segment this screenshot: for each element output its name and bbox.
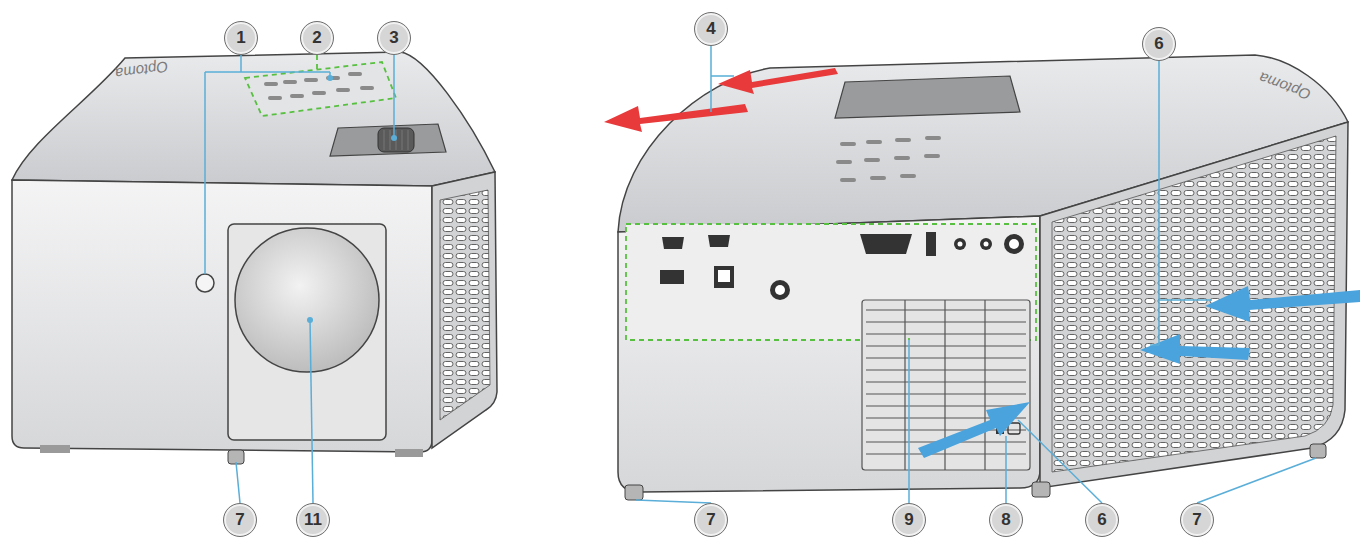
front-face [12, 180, 432, 452]
rear-view [618, 55, 1348, 500]
exhaust-arrows [604, 68, 838, 132]
callout-number: 8 [1001, 510, 1010, 530]
adjust-foot [625, 485, 643, 500]
side-vent [440, 190, 490, 420]
adjust-foot [1032, 482, 1050, 497]
callout-number: 1 [236, 28, 245, 48]
leader-lines [205, 55, 394, 503]
callout-number: 7 [235, 510, 244, 530]
callout-number: 3 [389, 28, 398, 48]
keypad-leader [316, 55, 318, 70]
keypad-buttons [264, 72, 374, 100]
ring-ridges [384, 130, 408, 150]
adjust-foot [1310, 444, 1326, 458]
callout-number: 6 [1154, 34, 1163, 54]
callout-circle: 7 [223, 503, 257, 537]
leader-dots [307, 75, 397, 323]
callout-number: 2 [312, 28, 321, 48]
callout-number: 7 [1192, 510, 1201, 530]
keypad-outline [245, 62, 396, 116]
ir-sensor [196, 274, 214, 292]
focus-slot [330, 124, 446, 156]
keypad-buttons [836, 136, 941, 182]
foot-pad [395, 449, 423, 457]
lens-housing [228, 224, 386, 440]
callout-circle: 8 [989, 503, 1023, 537]
callout-number: 4 [706, 19, 715, 39]
callout-circle: 2 [300, 21, 334, 55]
callout-number: 9 [904, 510, 913, 530]
callout-circle: 1 [224, 21, 258, 55]
callout-circle: 4 [694, 12, 728, 46]
callout-number: 6 [1097, 510, 1106, 530]
callout-circle: 7 [694, 503, 728, 537]
leader-lines [636, 46, 1316, 503]
callout-number: 11 [304, 510, 322, 530]
foot-pad [40, 445, 70, 453]
callout-circle: 11 [296, 503, 330, 537]
lens [235, 228, 379, 372]
rear-face [618, 216, 1040, 492]
callout-circle: 6 [1142, 27, 1176, 61]
io-ports [660, 232, 1024, 300]
callout-circle: 6 [1085, 503, 1119, 537]
adjust-foot [228, 450, 244, 464]
focus-ring [378, 128, 414, 152]
callout-circle: 3 [377, 21, 411, 55]
panel-leader [908, 338, 910, 340]
intake-arrows [918, 286, 1360, 458]
callout-number: 7 [706, 510, 715, 530]
focus-slot [835, 76, 1020, 118]
callout-circle: 7 [1180, 503, 1214, 537]
callout-circle: 9 [892, 503, 926, 537]
port-details [718, 239, 1019, 295]
rear-grille [862, 300, 1030, 470]
side-face [432, 172, 497, 448]
front-view [12, 52, 497, 464]
